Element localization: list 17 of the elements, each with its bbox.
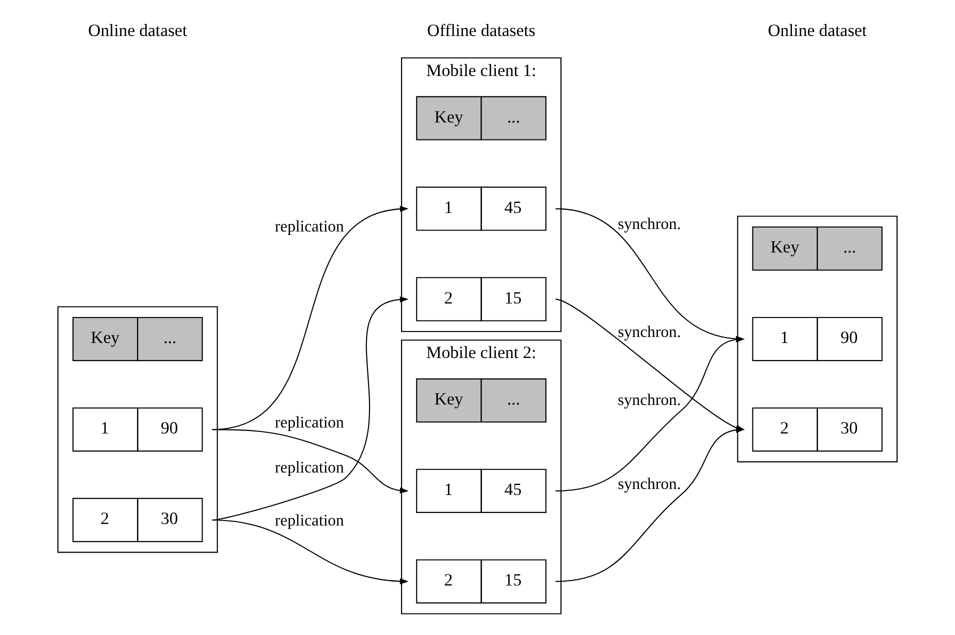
label: Online dataset — [88, 21, 188, 40]
edge-label: synchron. — [618, 324, 681, 341]
edge-label: synchron. — [618, 476, 681, 493]
label: Online dataset — [768, 21, 867, 40]
edge-label: synchron. — [618, 216, 681, 234]
edge-label: replication — [274, 460, 344, 477]
arrow — [212, 429, 409, 494]
label: Offline datasets — [427, 21, 536, 40]
cluster — [57, 306, 218, 553]
edge-label: replication — [274, 512, 344, 530]
edge-label: replication — [274, 218, 344, 236]
cluster — [737, 216, 898, 462]
edge-label: replication — [274, 414, 344, 432]
arrow — [212, 519, 409, 584]
edge-label: synchron. — [618, 392, 681, 409]
arrow — [556, 426, 745, 582]
arrow — [212, 296, 409, 521]
